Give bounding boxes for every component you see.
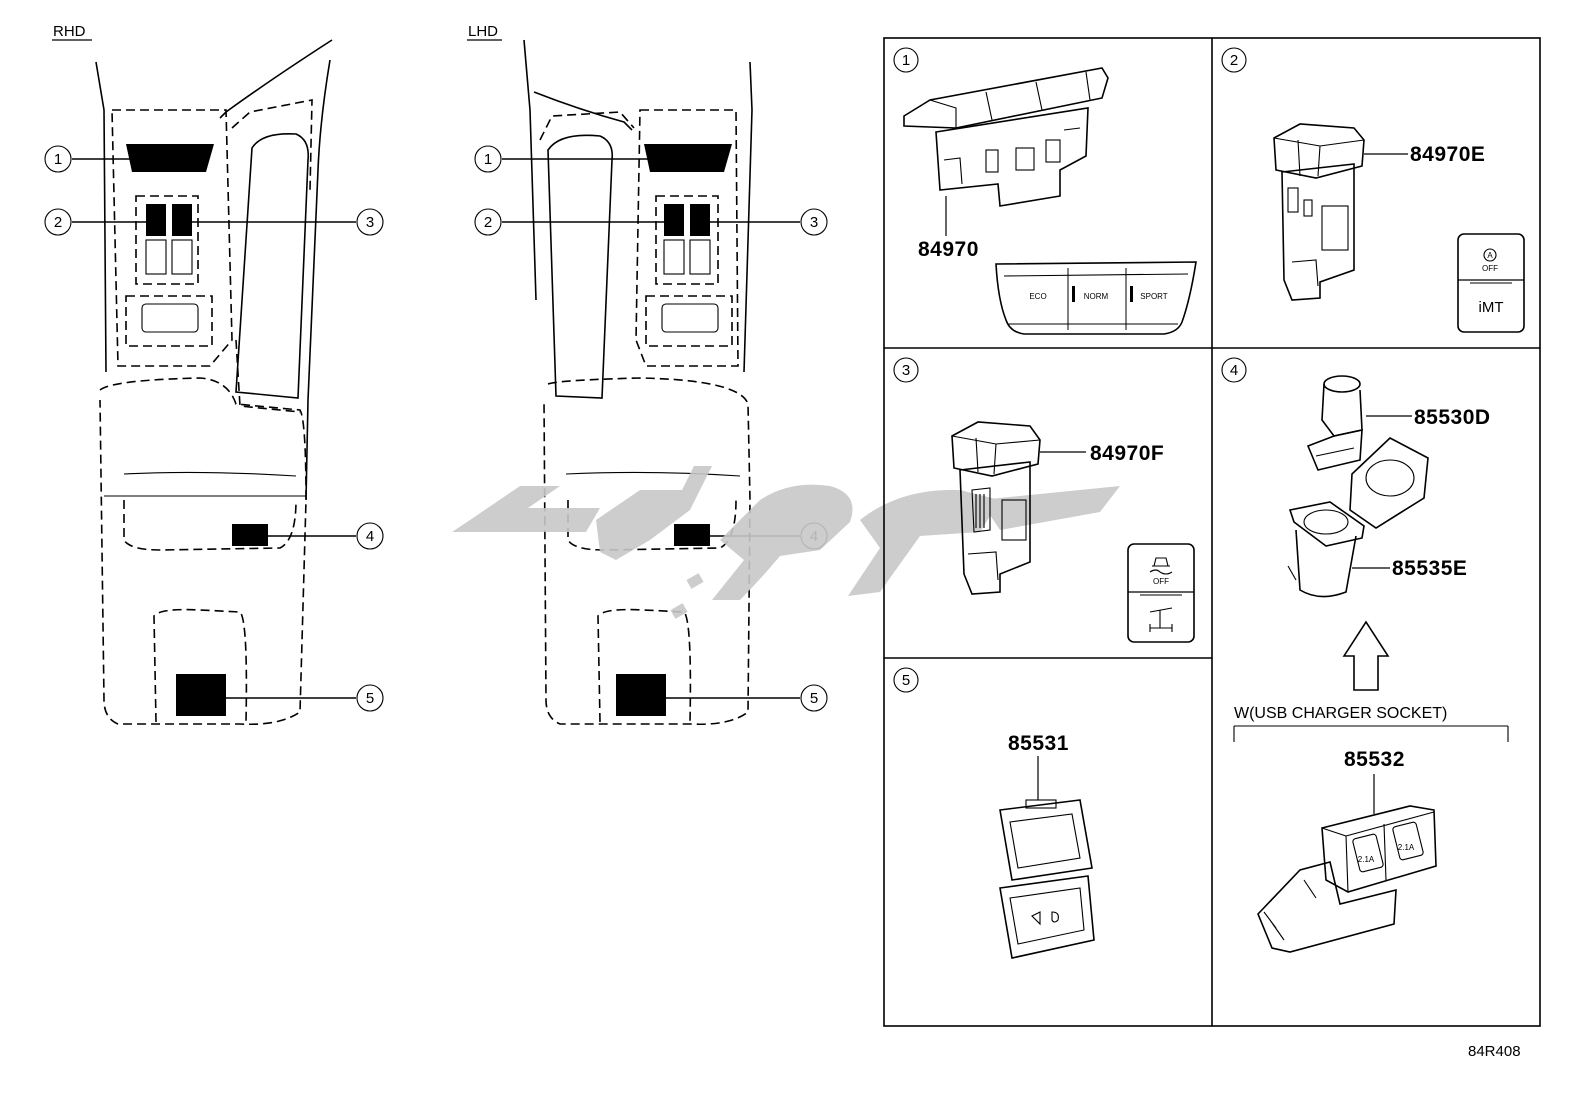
- part-number-85530d: 85530D: [1414, 406, 1491, 429]
- usb-port-2-rating: 2.1A: [1398, 843, 1415, 852]
- upgrade-arrow: [1342, 620, 1390, 691]
- rhd-part-2: [146, 204, 166, 236]
- rhd-callout-2: 2: [44, 208, 72, 236]
- part-number-84970f: 84970F: [1090, 442, 1164, 465]
- rhd-callout-1: 1: [44, 145, 72, 173]
- imt-icon-off: OFF: [1482, 264, 1498, 273]
- watermark-logo: [452, 466, 1120, 619]
- usb-variant-label: W(USB CHARGER SOCKET): [1234, 705, 1447, 722]
- lhd-callout-2: 2: [474, 208, 502, 236]
- svg-text:3: 3: [366, 214, 374, 231]
- rhd-part-1: [126, 144, 214, 172]
- svg-text:5: 5: [810, 690, 818, 707]
- svg-text:3: 3: [810, 214, 818, 231]
- panel-1-number: 1: [902, 52, 910, 69]
- power-outlet-drawing: [1287, 437, 1429, 598]
- panel-2: 2 84970E A OFF iMT: [1221, 47, 1525, 333]
- mode-norm-label: NORM: [1084, 292, 1109, 301]
- rhd-part-3: [172, 204, 192, 236]
- imt-icon-label: iMT: [1479, 299, 1504, 316]
- panel-2-number: 2: [1230, 52, 1238, 69]
- svg-text:1: 1: [484, 151, 492, 168]
- switch-84970f-drawing: [951, 421, 1041, 595]
- imt-icon: A OFF iMT: [1457, 233, 1525, 333]
- panel-3: 3 84970F OFF: [893, 357, 1195, 643]
- imt-icon-letter: A: [1487, 251, 1493, 260]
- lhd-part-1: [644, 144, 732, 172]
- panel-5: 5 85531: [893, 667, 1095, 959]
- panel-5-number: 5: [902, 672, 910, 689]
- svg-text:2: 2: [54, 214, 62, 231]
- switch-84970-drawing: [903, 67, 1109, 207]
- panel-3-number: 3: [902, 362, 910, 379]
- panel-4-number: 4: [1230, 362, 1238, 379]
- mode-sport-label: SPORT: [1140, 292, 1168, 301]
- rhd-callout-3: 3: [356, 208, 384, 236]
- lhd-view: LHD 1 2 3 4 5: [467, 23, 828, 726]
- traction-off-label: OFF: [1153, 577, 1169, 586]
- part-number-85535e: 85535E: [1392, 557, 1467, 580]
- svg-text:4: 4: [366, 528, 374, 545]
- part-number-85531: 85531: [1008, 732, 1069, 755]
- rhd-view: RHD 1 2 3 4 5: [44, 23, 384, 726]
- usb-port-1-rating: 2.1A: [1358, 855, 1375, 864]
- part-number-85532: 85532: [1344, 748, 1405, 771]
- panel-4: 4 85530D 85535E W(USB CHARGER SOCKET) 85…: [1221, 357, 1509, 953]
- mode-eco-label: ECO: [1029, 292, 1046, 301]
- rhd-callout-4: 4: [356, 522, 384, 550]
- drive-mode-panel: ECO NORM SPORT: [995, 261, 1197, 335]
- lhd-callout-1: 1: [474, 145, 502, 173]
- part-number-84970e: 84970E: [1410, 143, 1485, 166]
- lhd-callout-5: 5: [800, 684, 828, 712]
- rhd-part-4: [232, 524, 268, 546]
- switch-84970e-drawing: [1273, 123, 1365, 301]
- svg-text:5: 5: [366, 690, 374, 707]
- rhd-callout-5: 5: [356, 684, 384, 712]
- lhd-callout-3: 3: [800, 208, 828, 236]
- usb-charger-drawing: 2.1A 2.1A: [1257, 805, 1437, 953]
- lhd-part-4: [674, 524, 710, 546]
- svg-text:2: 2: [484, 214, 492, 231]
- part-number-84970: 84970: [918, 238, 979, 261]
- rhd-title: RHD: [53, 23, 86, 40]
- cigarette-lighter-drawing: [1306, 375, 1363, 471]
- rhd-part-5: [176, 674, 226, 716]
- panel-1: 1 84970 ECO NORM SPORT: [893, 47, 1197, 335]
- parts-grid: [883, 37, 1541, 1027]
- lhd-part-3: [690, 204, 710, 236]
- svg-text:1: 1: [54, 151, 62, 168]
- lhd-part-2: [664, 204, 684, 236]
- lhd-title: LHD: [468, 23, 498, 40]
- diagram-code: 84R408: [1468, 1043, 1521, 1060]
- traction-off-icon: OFF: [1127, 543, 1195, 643]
- lhd-part-5: [616, 674, 666, 716]
- aux-socket-drawing: [999, 799, 1095, 959]
